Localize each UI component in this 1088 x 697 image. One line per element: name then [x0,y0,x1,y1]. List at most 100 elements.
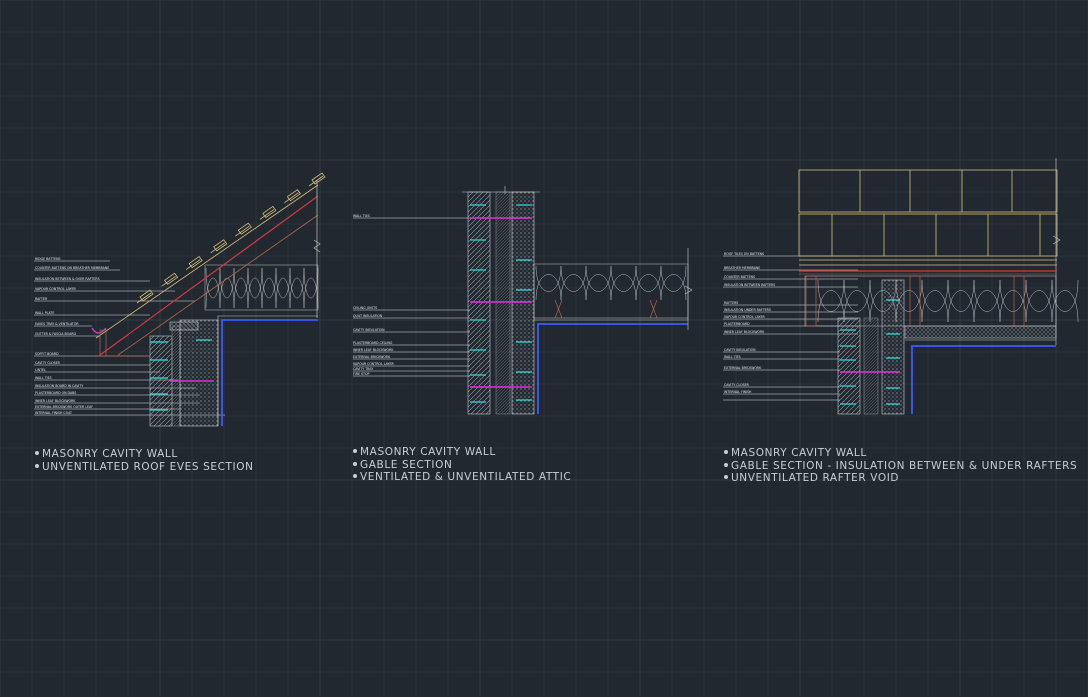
annotation-label: PLASTERBOARD [724,322,750,326]
title-text: MASONRY CAVITY WALL [42,448,178,460]
eaves-cavity-board [171,325,181,427]
annotation-label: INTERNAL FINISH COAT [35,411,72,415]
gable-break-line [684,285,693,295]
roof-tile [136,289,154,304]
eaves-rafter-top [95,184,319,339]
title-line: GABLE SECTION - INSULATION BETWEEN & UND… [724,460,1077,473]
roof-tile [185,256,203,270]
title-line: MASONRY CAVITY WALL [35,448,254,461]
annotation-label: EAVES TRAY & VENTILATOR [35,322,79,326]
annotation-label: PLASTERBOARD CEILING [353,341,393,345]
rafters-cavity-board [863,317,879,415]
eaves-roof-tiles [136,172,326,304]
roof-tile [161,272,179,287]
title-line: UNVENTILATED ROOF EVES SECTION [35,461,254,474]
annotation-label: VAPOUR CONTROL LAYER [35,287,76,291]
bullet-icon [724,450,728,454]
rafters-break-line [1052,235,1061,245]
bullet-icon [35,463,39,468]
annotation-label: INSULATION UNDER RAFTERS [724,308,771,312]
rafters-vcl [911,345,1056,414]
eaves-wall-ties [150,339,212,411]
title-text: GABLE SECTION [360,458,453,471]
eaves-inner-block [179,319,219,427]
title-line: MASONRY CAVITY WALL [353,446,571,459]
annotation-label: WALL PLATE [35,311,54,315]
annotation-label: PLASTERBOARD ON DABS [35,391,76,395]
eaves-leader-lines [34,260,225,416]
eaves-outer-brick [149,335,173,427]
rafters-outer-brick [837,317,861,415]
annotation-label: GUTTER & FASCIA BOARD [35,332,76,336]
annotation-label: CAVITY CLOSER [35,361,61,365]
annotation-label: EXTERNAL BRICKWORK [724,366,762,370]
gable-wall-ties [470,204,532,403]
title-text: VENTILATED & UNVENTILATED ATTIC [360,471,572,483]
eaves-rafter-bottom [117,214,319,356]
annotation-label: WALL TIES [724,355,741,359]
annotation-label: INTERNAL FINISH [724,390,752,394]
bullet-icon [724,462,728,467]
bullet-icon [353,449,357,453]
gable-outer-brick [467,191,491,415]
title-text: UNVENTILATED RAFTER VOID [731,472,900,484]
roof-tile [284,189,301,204]
title-text: MASONRY CAVITY WALL [360,446,496,458]
annotation-label: CAVITY INSULATION [724,348,756,352]
title-text: GABLE SECTION - INSULATION BETWEEN & UND… [731,459,1078,472]
gable-vcl [537,323,688,414]
annotation-label: CEILING JOISTS [353,306,377,310]
annotation-label: INNER LEAF BLOCKWORK [35,399,76,403]
annotation-label: INNER LEAF BLOCKWORK [353,348,394,352]
eaves-membrane [99,195,319,356]
annotation-label: WALL TIES [35,376,52,380]
bullet-icon [35,451,39,455]
annotation-label: FIRE STOP [353,372,369,376]
gable-joists [554,299,658,319]
annotation-label: CAVITY INSULATION [353,328,385,332]
annotation-label: INSULATION BETWEEN & OVER RAFTERS [35,277,100,281]
roof-tile [259,205,277,220]
annotation-label: EXTERNAL BRICKWORK [353,355,391,359]
eaves-rafter-insulation [204,264,319,311]
title-line: UNVENTILATED RAFTER VOID [724,472,1077,485]
roof-tile [210,239,228,254]
annotation-label: CAVITY TRAY [353,367,373,371]
title-line: VENTILATED & UNVENTILATED ATTIC [353,471,571,484]
annotation-label: SOFFIT BOARD [35,352,59,356]
annotation-label: COUNTER BATTENS [724,275,755,279]
roof-tile [308,172,326,187]
rafters-inner-block [881,279,905,415]
title-line: MASONRY CAVITY WALL [724,447,1077,460]
eaves-ceiling [217,315,318,426]
eaves-wall-plate [169,321,199,331]
rafters-under-insulation [904,325,1057,339]
rafters-quilt-insulation [817,279,1079,323]
bullet-icon [724,475,728,479]
annotation-label: RAFTERS [724,301,738,305]
annotation-label: LINTEL [35,368,46,372]
gable-quilt-insulation [535,265,687,301]
annotation-label: EXTERNAL BRICKWORK OUTER LEAF [35,405,93,409]
gable-leader-lines [353,217,470,377]
annotation-label: WALL TIES [353,214,370,218]
annotation-label: VAPOUR CONTROL LAYER [353,362,394,366]
eaves-vcl [221,319,318,426]
annotation-label: RAFTER [35,297,48,301]
eaves-quilt-insulation [205,267,319,309]
eaves-fascia [99,329,107,357]
gable-inner-block [511,191,535,415]
annotation-label: COUNTER BATTENS ON BREATHER MEMBRANE [35,266,109,270]
annotation-label: VAPOUR CONTROL LAYER [724,315,765,319]
eaves-break-line [313,239,321,253]
title-block-rafters: MASONRY CAVITY WALL GABLE SECTION - INSU… [724,447,1077,485]
annotation-label: CAVITY CLOSER [724,383,750,387]
gable-cavity-board [495,191,511,415]
